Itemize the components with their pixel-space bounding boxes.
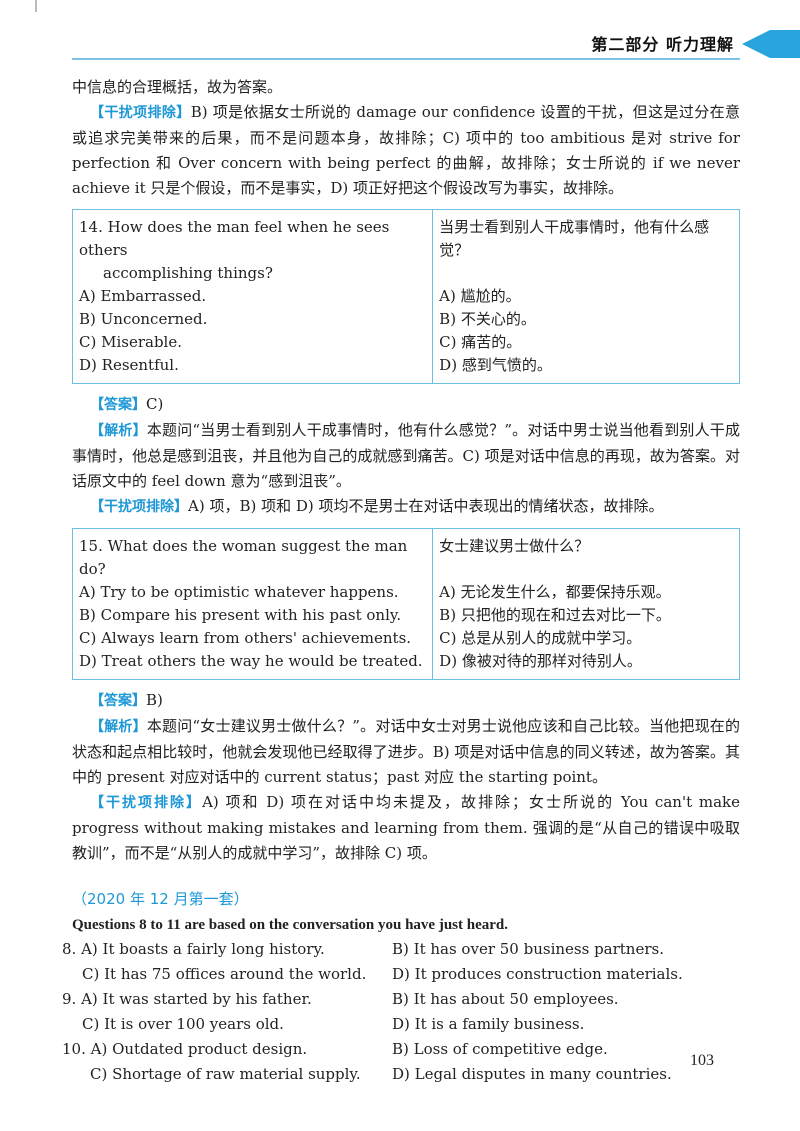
q9-option-a: 9. A) It was started by his father. [62,990,312,1008]
q15-question-zh: 女士建议男士做什么？ [439,537,590,555]
q10-option-b: B) Loss of competitive edge. [392,1040,608,1058]
q15-analysis: 【解析】本题问“女士建议男士做什么？”。对话中女士对男士说他应该和自己比较。当他… [72,717,741,786]
paragraph-distractor-13: 【干扰项排除】B) 项是依据女士所说的 damage our confidenc… [72,100,740,201]
q9-option-b: B) It has about 50 employees. [392,990,619,1008]
q8-option-b: B) It has over 50 business partners. [392,940,664,958]
q10-option-a: 10. A) Outdated product design. [62,1040,308,1058]
header-title: 第二部分 听力理解 [591,35,734,54]
q10-option-c: C) Shortage of raw material supply. [90,1065,361,1083]
distractor-tag: 【干扰项排除】 [90,105,191,121]
q15-option-d-en: D) Treat others the way he would be trea… [72,650,434,680]
q9-option-d: D) It is a family business. [392,1015,585,1033]
q15-distractor: 【干扰项排除】A) 项和 D) 项在对话中均未提及，故排除；女士所说的 You … [72,793,741,862]
paragraph-continued: 中信息的合理概括，故为答案。 [72,78,283,96]
question-options-grid: 8. A) It boasts a fairly long history. B… [62,937,740,1087]
page-edge-mark [35,0,37,12]
q15-option-a-en: A) Try to be optimistic whatever happens… [72,581,434,604]
page-number: 103 [690,1052,714,1069]
header-tab [770,30,800,58]
q15-option-a-zh: A) 无论发生什么，都要保持乐观。 [439,583,671,601]
q14-option-a-en: A) Embarrassed. [72,285,434,308]
q15-option-b-zh: B) 只把他的现在和过去对比一下。 [439,606,671,624]
q10-option-d: D) Legal disputes in many countries. [392,1065,672,1083]
page-content: 中信息的合理概括，故为答案。 【干扰项排除】B) 项是依据女士所说的 damag… [62,75,741,1087]
q14-answer: 【答案】C) [90,395,164,413]
q8-option-a: 8. A) It boasts a fairly long history. [62,940,325,958]
q8-option-c: C) It has 75 offices around the world. [82,965,367,983]
q15-option-c-zh: C) 总是从别人的成就中学习。 [439,629,642,647]
q15-answer: 【答案】B) [90,691,163,709]
q14-option-a-zh: A) 尴尬的。 [439,287,521,305]
q8-option-d: D) It produces construction materials. [392,965,683,983]
q14-analysis: 【解析】本题问“当男士看到别人干成事情时，他有什么感觉？”。对话中男士说当他看到… [72,421,741,490]
q14-option-c-en: C) Miserable. [72,331,434,354]
section-title: （2020 年 12 月第一套） [72,890,249,908]
q14-question-en: 14. How does the man feel when he sees o… [72,209,434,285]
q14-option-b-en: B) Unconcerned. [72,308,434,331]
header-rule [72,58,740,60]
q14-distractor: 【干扰项排除】A) 项，B) 项和 D) 项均不是男士在对话中表现出的情绪状态，… [90,497,664,515]
section-heading: Questions 8 to 11 are based on the conve… [72,917,508,933]
question-14-table: 14. How does the man feel when he sees o… [72,209,740,384]
q14-option-d-en: D) Resentful. [72,354,434,384]
q14-option-b-zh: B) 不关心的。 [439,310,536,328]
page-header: 第二部分 听力理解 [0,28,800,60]
q15-option-b-en: B) Compare his present with his past onl… [72,604,434,627]
q9-option-c: C) It is over 100 years old. [82,1015,284,1033]
q15-question-en: 15. What does the woman suggest the man … [72,528,434,581]
q14-option-d-zh: D) 感到气愤的。 [439,356,552,374]
distractor-text: B) 项是依据女士所说的 damage our confidence 设置的干扰… [72,103,740,197]
q14-question-zh: 当男士看到别人干成事情时，他有什么感觉？ [439,218,710,259]
question-15-table: 15. What does the woman suggest the man … [72,528,740,680]
q15-option-d-zh: D) 像被对待的那样对待别人。 [439,652,642,670]
header-arrow-icon [742,30,770,58]
q15-option-c-en: C) Always learn from others' achievement… [72,627,434,650]
q14-option-c-zh: C) 痛苦的。 [439,333,522,351]
